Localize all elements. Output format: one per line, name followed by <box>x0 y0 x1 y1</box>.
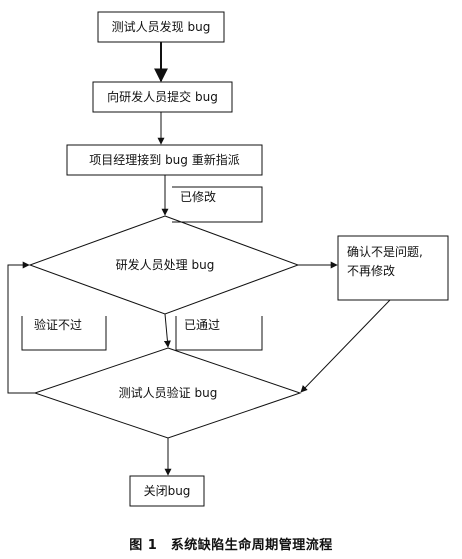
modified-bracket <box>172 186 263 223</box>
edge-develop-verify <box>163 313 171 348</box>
develop-label: 研发人员处理 bug <box>115 258 215 272</box>
passed-bracket <box>175 316 263 351</box>
close-box <box>129 475 205 507</box>
edge-notissue-verify <box>300 299 391 393</box>
notissue-label-line1: 确认不是问题, <box>347 245 423 259</box>
notissue-label-line2: 不再修改 <box>347 264 396 278</box>
edge-verify-develop-loop <box>7 261 35 394</box>
notissue-box <box>337 235 449 301</box>
close-label: 关闭bug <box>143 484 191 498</box>
failed-bracket <box>21 316 107 351</box>
edge-label-passed: 已通过 <box>184 318 221 332</box>
assign-label: 项目经理接到 bug 重新指派 <box>89 153 240 167</box>
report-label: 测试人员发现 bug <box>111 20 211 34</box>
figure-caption: 图 1 系统缺陷生命周期管理流程 <box>129 538 333 553</box>
edge-label-modified: 已修改 <box>180 190 217 204</box>
submit-label: 向研发人员提交 bug <box>107 90 218 104</box>
edge-label-failed: 验证不过 <box>34 318 83 332</box>
verify-label: 测试人员验证 bug <box>118 386 218 400</box>
